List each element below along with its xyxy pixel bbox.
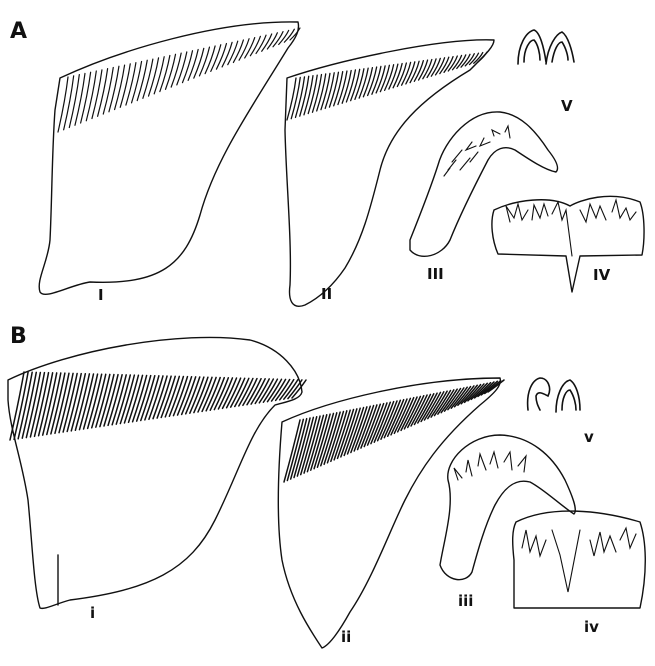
part-a-i-comb-bristle (233, 40, 243, 62)
part-a-i-comb-bristle (109, 66, 119, 112)
part-b-i-comb-bristle (292, 380, 306, 398)
part-label-b-iv: iv (584, 618, 599, 636)
part-a-i-comb-bristle (143, 59, 153, 98)
part-a-i-comb-bristle (205, 46, 215, 74)
part-a-i-comb-bristle (177, 52, 187, 85)
panel-label-b: B (10, 324, 27, 349)
panel-b: B i ii iii iv v (8, 324, 645, 648)
part-a-i-comb-bristle (188, 50, 198, 81)
panel-a: A I II III IV V (10, 19, 644, 306)
part-b-iv-plate (513, 511, 646, 608)
part-a-i-comb-bristle (211, 45, 221, 72)
part-a-iv-outline (492, 196, 644, 292)
panel-label-a: A (10, 19, 27, 44)
part-b-ii-comb (284, 380, 504, 482)
part-a-i-comb-bristle (137, 60, 147, 100)
part-a-i-comb-bristle (216, 44, 226, 70)
part-a-iii-hook (410, 112, 558, 256)
part-a-ii-mandible (285, 40, 494, 306)
part-a-iv-teeth (506, 200, 636, 256)
part-a-i-comb-bristle (69, 75, 79, 128)
part-a-i-comb-bristle (103, 67, 113, 114)
part-a-i-comb-bristle (160, 55, 170, 91)
part-a-i-comb-bristle (199, 47, 209, 76)
part-b-i-comb (10, 372, 306, 440)
part-a-i-comb-bristle (115, 65, 125, 110)
part-b-v-claws (528, 378, 580, 412)
part-a-v-claw-left (518, 30, 546, 64)
part-label-b-iii: iii (458, 592, 473, 610)
part-b-i-mandible (8, 337, 306, 608)
part-a-i-comb-bristle (132, 61, 142, 102)
part-a-i-comb-bristle (75, 73, 85, 125)
part-a-i-mandible (39, 22, 300, 294)
part-b-iii-teeth (454, 452, 526, 480)
part-a-i-comb-bristle (149, 58, 159, 96)
part-b-v-claw-left (528, 378, 550, 410)
part-a-ii-comb-bristle (287, 78, 296, 120)
part-label-b-v: v (584, 428, 594, 446)
part-a-i-comb-bristle (166, 54, 176, 89)
part-a-i-comb-bristle (228, 41, 238, 65)
part-a-i-comb-bristle (154, 57, 164, 94)
part-a-i-comb-bristle (98, 69, 108, 117)
part-a-ii-comb (287, 52, 487, 120)
part-label-a-iii: III (427, 265, 444, 283)
part-a-i-comb-bristle (194, 48, 204, 78)
part-a-i-comb-bristle (81, 72, 91, 123)
part-b-v-claw-right (556, 380, 580, 412)
part-a-iii-outline (410, 112, 558, 256)
part-label-a-iv: IV (593, 266, 611, 284)
part-a-i-comb-bristle (222, 42, 232, 67)
part-a-i-comb-bristle (86, 71, 96, 121)
part-label-a-v: V (561, 97, 573, 115)
part-b-iv-outline (513, 511, 646, 608)
part-a-iv-plate (492, 196, 644, 292)
part-a-i-comb-bristle (182, 51, 192, 83)
part-a-i-comb-bristle (64, 76, 74, 130)
part-label-a-ii: II (321, 285, 332, 303)
part-a-v-claws (518, 30, 574, 64)
part-label-b-ii: ii (341, 628, 351, 646)
part-a-i-comb-bristle (171, 53, 181, 87)
part-a-v-claw-right (546, 32, 574, 64)
part-a-iii-teeth (444, 126, 510, 176)
part-a-i-comb (58, 28, 300, 132)
part-a-i-comb-bristle (126, 63, 136, 105)
part-a-i-comb-bristle (92, 70, 102, 119)
part-b-iv-teeth (522, 528, 636, 592)
part-label-b-i: i (90, 604, 95, 622)
part-a-i-comb-bristle (120, 64, 130, 107)
part-label-a-i: I (98, 286, 104, 304)
part-b-iii-hook (440, 435, 575, 580)
